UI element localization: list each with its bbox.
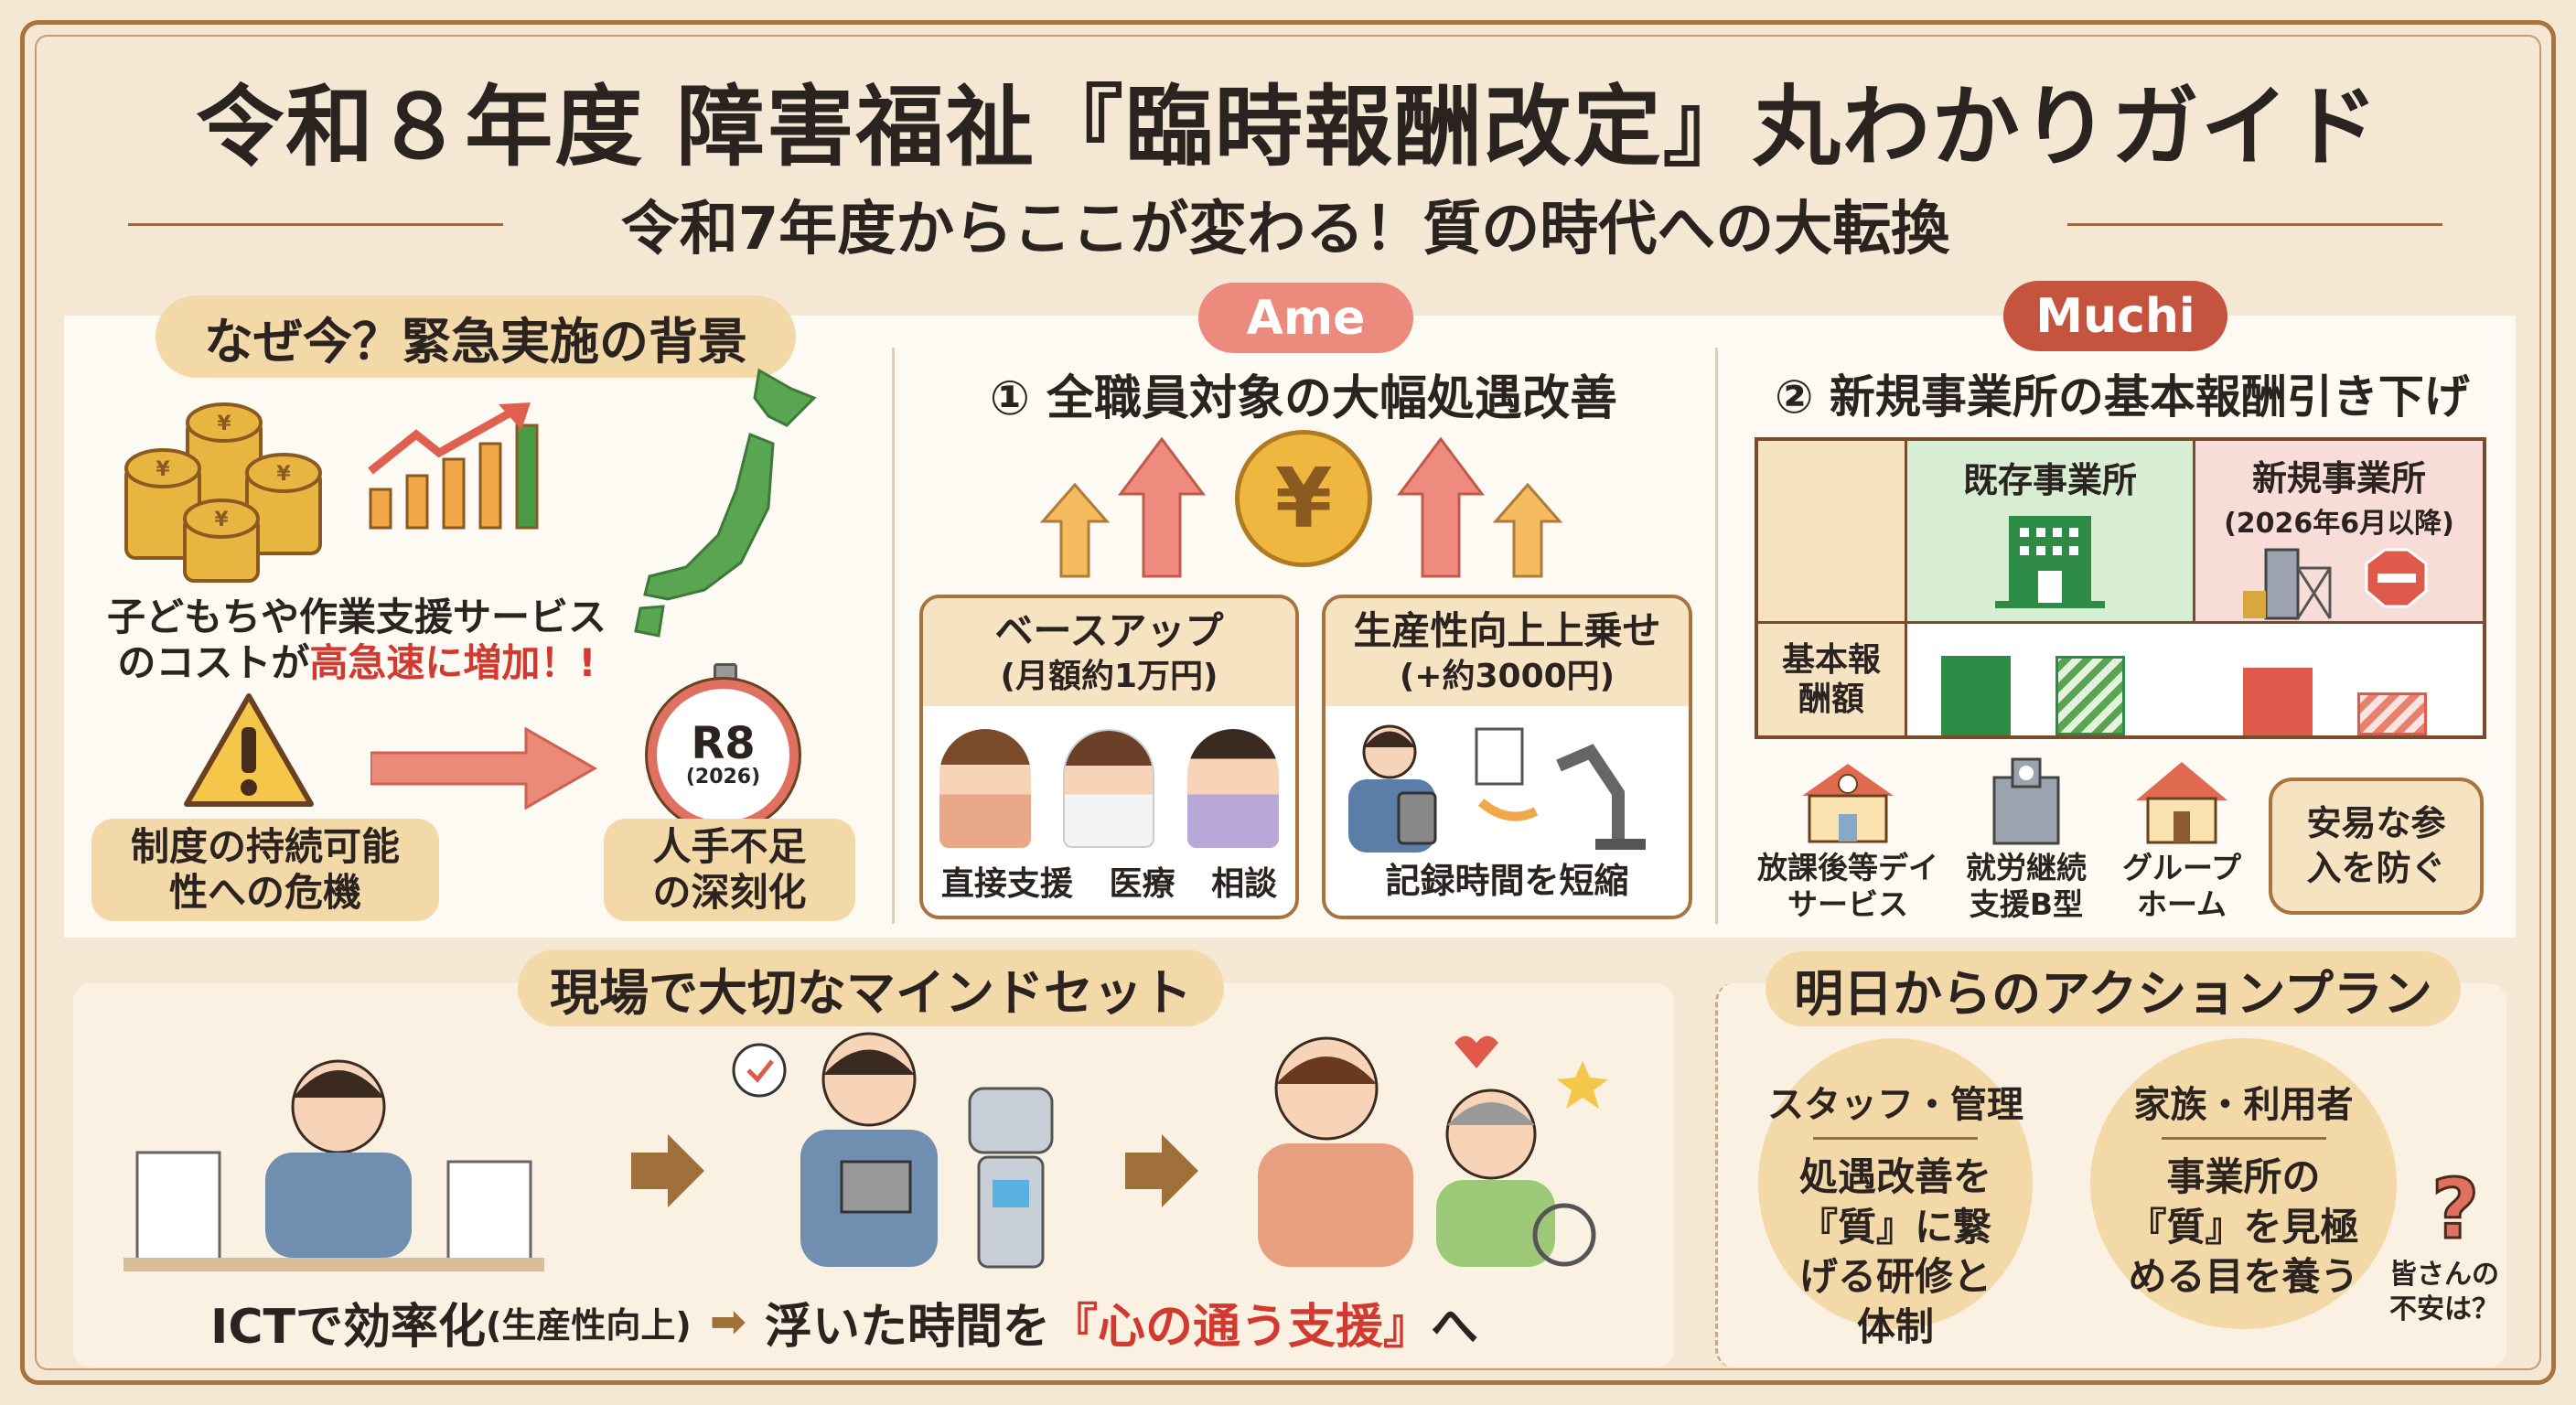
workplace-building-icon <box>1992 757 2060 845</box>
yen-coin-icon: ¥ <box>1235 430 1372 567</box>
action-card-body: 処遇改善を『質』に繋げる研修と体制 <box>1798 1154 1991 1349</box>
counselor-icon <box>1187 729 1280 848</box>
timer-label: R8 <box>691 718 756 769</box>
bar-chart-up-icon <box>368 402 539 530</box>
muchi-tag: Muchi <box>2003 281 2227 351</box>
section-title: 現場で大切なマインドセット <box>518 949 1224 1026</box>
existing-bar-current <box>1941 656 2011 735</box>
prevent-entry-bubble: 安易な参入を防ぐ <box>2269 778 2484 915</box>
card-title: 生産性向上上乗せ <box>1353 608 1661 654</box>
service-types: 放課後等デイサービス 就労継続支援B型 グループホーム <box>1756 755 2250 928</box>
risk-box: 制度の持続可能性への危機 <box>91 819 439 921</box>
cost-text-highlight: 高急速に増加！! <box>309 640 596 686</box>
card-title: ベースアップ <box>994 608 1224 654</box>
column-sublabel: (2026年6月以降) <box>2224 508 2454 540</box>
svg-text:¥: ¥ <box>217 413 231 435</box>
caring-support-icon <box>1258 1035 1608 1267</box>
japan-map-icon <box>634 368 817 638</box>
caption-ict: ICTで効率化 <box>210 1299 486 1355</box>
table-corner <box>1758 441 1907 624</box>
medical-staff-icon <box>1063 729 1155 848</box>
card-amount: (+約3000円) <box>1399 657 1615 695</box>
svg-text:¥: ¥ <box>214 509 229 531</box>
office-building-icon <box>1995 516 2105 608</box>
ame-tag: Ame <box>1198 283 1413 353</box>
action-card-family: 家族・利用者 事業所の『質』を見極める目を養う <box>2090 1038 2397 1329</box>
column-label: 既存事業所 <box>1962 460 2137 500</box>
question-mark-icon: ? <box>2430 1161 2480 1260</box>
divider <box>2067 223 2442 226</box>
service-label: 就労継続支援B型 <box>1966 850 2087 922</box>
action-card-head: スタッフ・管理 <box>1767 1084 2023 1126</box>
card-amount: (月額約1万円) <box>1000 657 1218 695</box>
arrows-up-icon <box>1039 436 1563 578</box>
comparison-table: 既存事業所 新規事業所 (2026年6月以降) 基本報酬額 <box>1755 437 2486 739</box>
outer-frame <box>20 20 2556 1385</box>
divider <box>1813 1137 1978 1140</box>
warning-icon <box>184 693 314 807</box>
question-text: 皆さんの不安は？ <box>2389 1259 2499 1325</box>
direct-support-staff-icon <box>939 729 1031 848</box>
section-title: なぜ今？緊急実施の背景 <box>156 295 796 378</box>
divider <box>892 348 895 924</box>
school-icon <box>1802 764 1894 843</box>
new-column-header: 新規事業所 (2026年6月以降) <box>2195 441 2483 624</box>
caption-suffix: へ <box>1430 1299 1478 1355</box>
staff-shortage-box: 人手不足の深刻化 <box>604 819 855 921</box>
new-bar-after <box>2357 692 2427 735</box>
existing-column-header: 既存事業所 <box>1907 441 2195 624</box>
divider <box>2161 1137 2326 1140</box>
cost-text: 子どもちや作業支援サービス のコストが高急速に増加！! <box>101 595 613 687</box>
cost-text-line2: のコストが <box>117 640 310 686</box>
ame-heading: ① 全職員対象の大幅処遇改善 <box>989 370 1618 426</box>
mindset-caption: ICTで効率化 (生産性向上) ➡ 浮いた時間を 『心の通う支援』 へ <box>210 1285 1601 1358</box>
section-title: 明日からのアクションプラン <box>1766 951 2461 1026</box>
base-up-card: ベースアップ (月額約1万円) 直接支援 医療 相談 <box>919 595 1299 919</box>
mindset-illustration <box>123 1032 1608 1271</box>
caption-ict-note: (生産性向上) <box>485 1304 692 1346</box>
ict-robot-arm-icon <box>1348 724 1646 853</box>
existing-bar-after <box>2055 656 2125 735</box>
divider <box>128 223 503 226</box>
action-card-body: 事業所の『質』を見極める目を養う <box>2128 1154 2359 1300</box>
role-label: 医療 <box>1109 865 1175 903</box>
page-subtitle: 令和7年度からここが変わる！質の時代への大転換 <box>620 196 1950 263</box>
service-item: 就労継続支援B型 <box>1958 755 2095 928</box>
svg-text:¥: ¥ <box>156 458 170 481</box>
svg-text:¥: ¥ <box>276 463 291 486</box>
right-arrow-icon <box>370 727 598 810</box>
service-item: 放課後等デイサービス <box>1756 755 1939 928</box>
role-label: 直接支援 <box>940 865 1073 903</box>
right-arrow-icon: ➡ <box>709 1296 746 1347</box>
divider <box>1715 348 1718 924</box>
muchi-heading: ② 新規事業所の基本報酬引き下げ <box>1775 370 2470 424</box>
construction-stop-icon <box>2243 548 2428 620</box>
ict-staff-robot-icon <box>732 1032 1054 1269</box>
overworked-staff-icon <box>123 1059 544 1271</box>
house-icon <box>2136 762 2227 844</box>
coin-stack-icon: ¥ ¥ ¥ ¥ <box>124 402 322 583</box>
caption-time: 浮いた時間を <box>764 1299 1050 1355</box>
role-label: 相談 <box>1211 865 1278 903</box>
page-title: 令和８年度 障害福祉『臨時報酬改定』丸わかりガイド <box>196 75 2380 178</box>
timer-year: (2026) <box>685 766 761 788</box>
new-bar-current <box>2243 668 2313 735</box>
action-card-head: 家族・利用者 <box>2133 1084 2354 1126</box>
service-label: グループホーム <box>2121 850 2242 922</box>
card-caption: 記録時間を短縮 <box>1385 861 1629 901</box>
cost-text-line1: 子どもちや作業支援サービス <box>106 595 606 639</box>
column-label: 新規事業所 <box>2251 458 2426 499</box>
row-label: 基本報酬額 <box>1758 624 1907 735</box>
caption-highlight: 『心の通う支援』 <box>1049 1299 1431 1355</box>
stopwatch-icon: R8 (2026) <box>648 663 803 831</box>
productivity-card: 生産性向上上乗せ (+約3000円) 記録時間を短縮 <box>1322 595 1692 919</box>
inner-frame <box>35 35 2541 1370</box>
service-item: グループホーム <box>2113 755 2250 928</box>
action-card-staff: スタッフ・管理 処遇改善を『質』に繋げる研修と体制 <box>1758 1038 2033 1349</box>
service-label: 放課後等デイサービス <box>1757 850 1938 922</box>
